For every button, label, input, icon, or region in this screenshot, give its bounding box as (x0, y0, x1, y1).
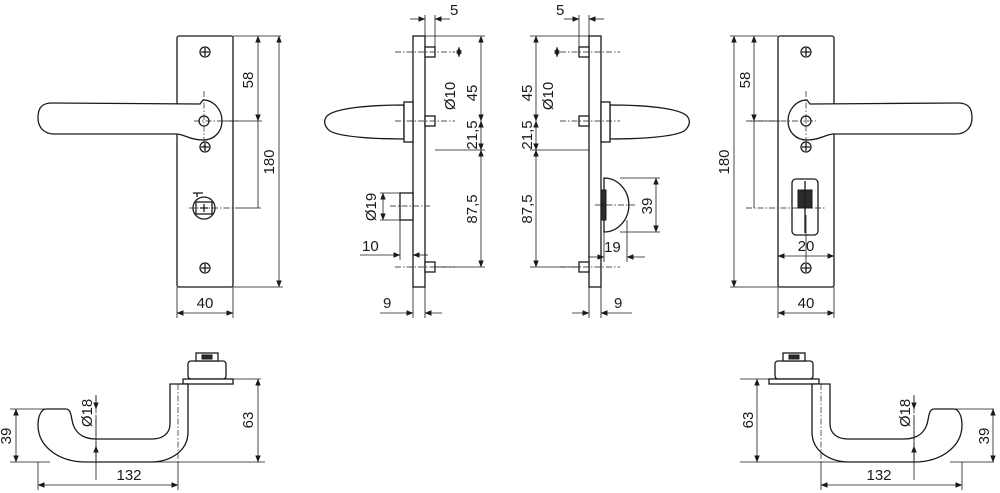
lever-top (811, 383, 963, 463)
dim-45-right: 45 (519, 85, 536, 102)
lever-side (609, 104, 690, 140)
dim-9-left: 9 (383, 295, 391, 312)
dim-87-5-right: 87,5 (519, 194, 536, 223)
backplate (176, 35, 234, 288)
side-view-left: 5 Ø10 45 21,5 87,5 Ø19 10 9 (324, 2, 485, 318)
dim-58: 58 (240, 72, 257, 89)
dim-dia18-right: Ø18 (897, 399, 914, 427)
dim-132-left: 132 (116, 467, 141, 484)
dim-40-right: 40 (798, 295, 815, 312)
dim-180: 180 (261, 149, 278, 174)
front-view-left: 58 180 40 (37, 35, 283, 318)
dim-39-left: 39 (0, 428, 15, 445)
dim-132-right: 132 (866, 467, 891, 484)
plate-section (588, 35, 602, 288)
plate-section (412, 35, 426, 288)
dim-5-right: 5 (556, 2, 564, 19)
fixing-screw-icon (199, 46, 211, 274)
lever-handle (37, 99, 223, 141)
lever-side (324, 104, 405, 140)
dim-87-5-left: 87,5 (464, 194, 481, 223)
dim-180-right: 180 (716, 149, 733, 174)
dim-39-right: 39 (976, 428, 993, 445)
front-view-right: 180 58 20 40 (716, 35, 973, 318)
dim-21-5-left: 21,5 (464, 120, 481, 149)
dim-dia10-right: Ø10 (540, 82, 557, 110)
lever-top (37, 383, 189, 463)
dim-19: 19 (604, 239, 621, 256)
turn-knob (603, 177, 630, 233)
dim-45-left: 45 (464, 85, 481, 102)
dim-10: 10 (362, 238, 379, 255)
dim-20: 20 (798, 238, 815, 255)
dim-58-right: 58 (737, 72, 754, 89)
dim-5-left: 5 (450, 2, 458, 19)
side-view-right: 5 Ø10 45 21,5 87,5 39 19 9 (519, 2, 690, 318)
lever-handle (787, 99, 973, 141)
top-view-right: 63 39 Ø18 132 (740, 352, 996, 490)
dim-21-5-right: 21,5 (519, 120, 536, 149)
turn-knob-icon (791, 178, 819, 236)
top-view-left: 63 39 Ø18 132 (0, 352, 265, 490)
lock-cylinder (399, 192, 414, 221)
dim-dia10-left: Ø10 (442, 82, 459, 110)
dim-dia19: Ø19 (363, 193, 380, 221)
dim-63-left: 63 (240, 412, 257, 429)
dim-40: 40 (197, 295, 214, 312)
dim-dia18-left: Ø18 (79, 399, 96, 427)
dim-9-right: 9 (614, 295, 622, 312)
dim-39-side: 39 (639, 198, 656, 215)
fixing-screw-icon (800, 46, 812, 274)
dim-63-right: 63 (740, 412, 757, 429)
